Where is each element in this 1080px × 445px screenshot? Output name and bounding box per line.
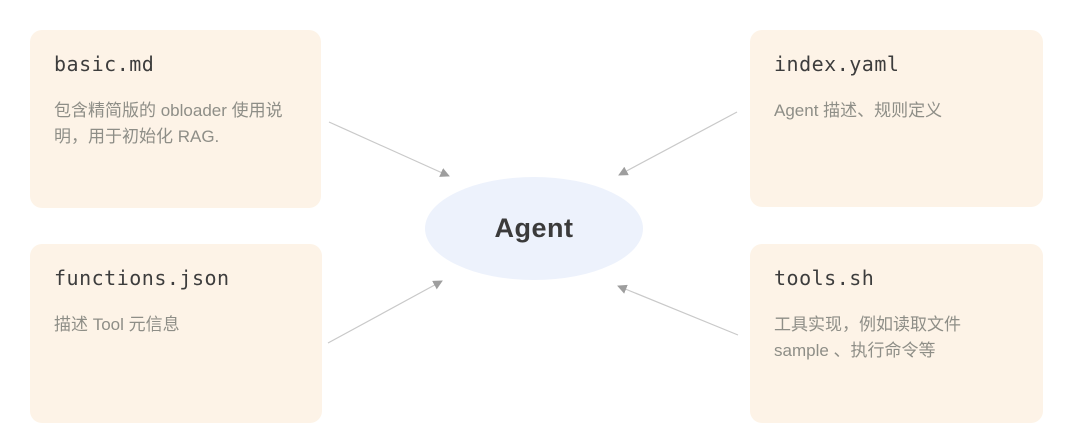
card-description-basic-md: 包含精简版的 obloader 使用说明，用于初始化 RAG. [54,101,283,146]
card-basic-md: basic.md 包含精简版的 obloader 使用说明，用于初始化 RAG. [30,30,321,208]
card-functions-json: functions.json 描述 Tool 元信息 [30,244,322,423]
card-index-yaml: index.yaml Agent 描述、规则定义 [750,30,1043,207]
card-title-tools-sh: tools.sh [774,266,875,290]
arrow-index-yaml-to-agent [618,111,738,176]
card-title-index-yaml: index.yaml [774,52,900,76]
arrow-functions-json-to-agent [327,280,443,344]
card-title-basic-md: basic.md [54,52,155,76]
agent-node: Agent [425,177,643,280]
card-description-index-yaml: Agent 描述、规则定义 [774,101,943,120]
card-tools-sh: tools.sh 工具实现，例如读取文件 sample 、执行命令等 [750,244,1043,423]
arrow-tools-sh-to-agent [617,284,739,336]
agent-label: Agent [494,213,574,243]
card-description-functions-json: 描述 Tool 元信息 [54,315,180,334]
arrow-basic-md-to-agent [328,121,450,177]
card-description-tools-sh: 工具实现，例如读取文件 sample 、执行命令等 [774,315,961,360]
card-title-functions-json: functions.json [54,266,230,290]
